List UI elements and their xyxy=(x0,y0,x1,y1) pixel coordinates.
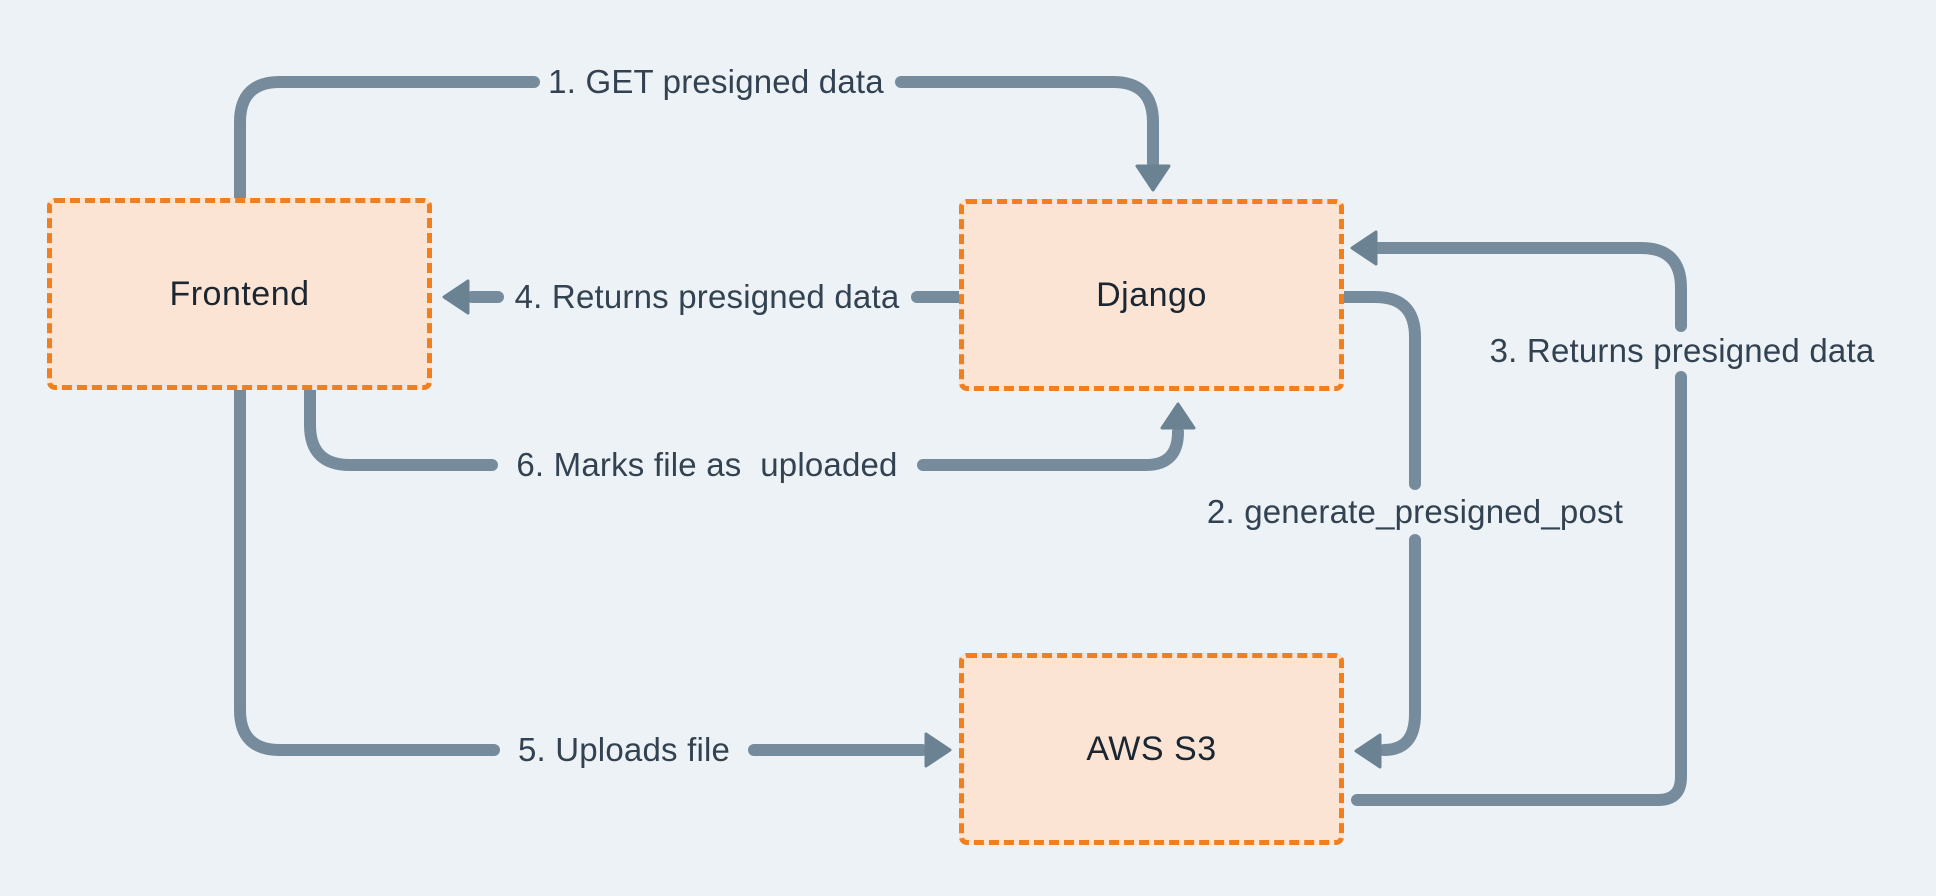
node-frontend: Frontend xyxy=(47,198,432,390)
arrow-1-segment-a xyxy=(234,76,540,204)
arrow-2-segment-b xyxy=(1378,534,1421,756)
arrow-2-head-left-icon xyxy=(1354,733,1382,769)
node-django: Django xyxy=(959,199,1344,391)
edge-label-generate-presigned-post: 2. generate_presigned_post xyxy=(1206,493,1624,530)
arrow-5-segment-a xyxy=(234,384,500,756)
node-aws-s3-label: AWS S3 xyxy=(1086,729,1217,768)
arrow-3-head-left-icon xyxy=(1350,230,1378,266)
node-django-label: Django xyxy=(1096,275,1207,314)
edge-label-uploads-file: 5. Uploads file xyxy=(517,731,731,768)
edge-label-get-presigned-data: 1. GET presigned data xyxy=(548,63,884,100)
arrow-6-segment-a xyxy=(304,384,498,471)
arrow-4-head-left-icon xyxy=(442,279,470,315)
arrow-1-segment-b xyxy=(895,76,1159,170)
arrow-6-head-up-icon xyxy=(1160,402,1196,430)
arrow-1-head-down-icon xyxy=(1135,164,1171,192)
arrow-2-segment-a xyxy=(1338,291,1421,490)
edge-label-returns-presigned-data-s3: 3. Returns presigned data xyxy=(1489,332,1875,369)
edge-label-marks-file-uploaded: 6. Marks file as uploaded xyxy=(516,446,898,483)
arrow-3-segment-a xyxy=(1351,371,1687,806)
node-aws-s3: AWS S3 xyxy=(959,653,1344,845)
arrow-6-segment-b xyxy=(917,426,1184,471)
arrow-5-head-right-icon xyxy=(924,732,952,768)
node-frontend-label: Frontend xyxy=(169,274,310,313)
edge-label-returns-presigned-data-frontend: 4. Returns presigned data xyxy=(514,278,900,315)
arrow-3-segment-b xyxy=(1372,242,1687,332)
